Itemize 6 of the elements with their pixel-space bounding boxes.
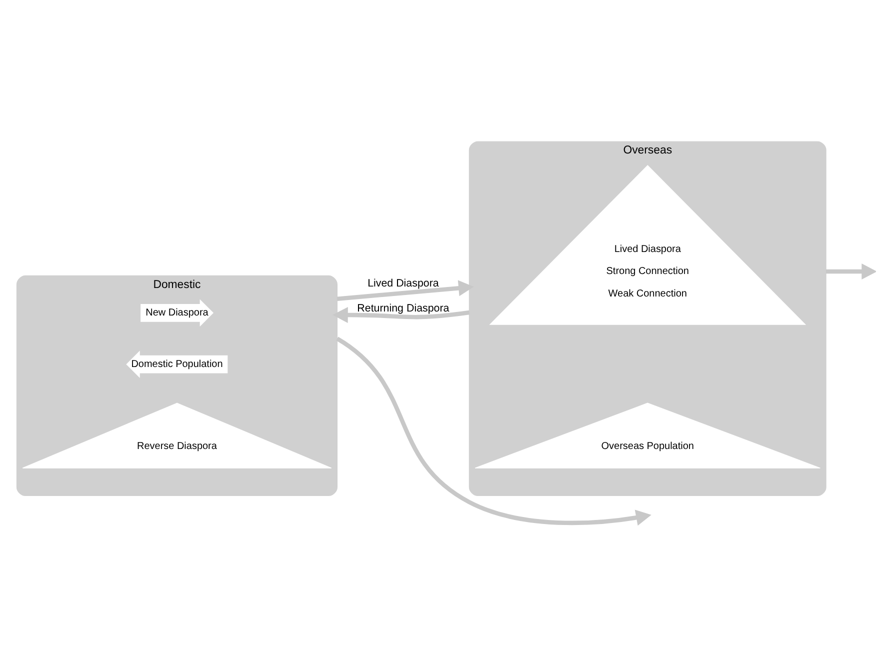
arrow <box>336 280 474 301</box>
edge-label: Returning Diaspora <box>357 302 450 314</box>
arrow <box>826 263 876 280</box>
arrow <box>336 336 652 526</box>
edge-label: Lived Diaspora <box>368 278 439 290</box>
arrow <box>332 306 470 324</box>
